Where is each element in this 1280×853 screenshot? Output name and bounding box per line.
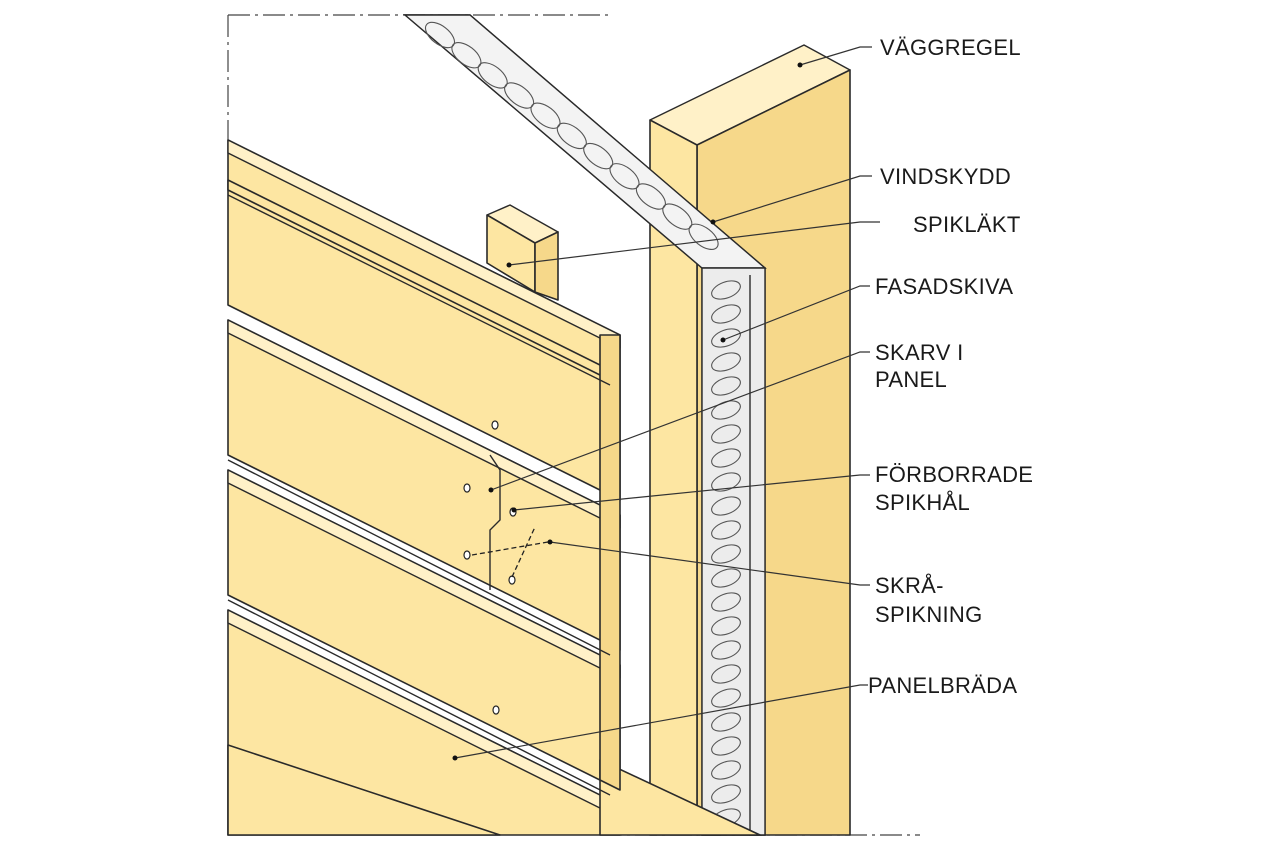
insulation-loop (711, 352, 741, 372)
labels: VÄGGREGEL VINDSKYDD SPIKLÄKT FASADSKIVA … (868, 35, 1033, 698)
insulation-loop (711, 304, 741, 324)
insulation-loop (583, 142, 614, 170)
insulation-loop (609, 163, 640, 190)
label-skra-line2: SPIKNING (875, 602, 983, 627)
insulation-loop (688, 223, 719, 250)
insulation-loop (711, 736, 741, 756)
insulation-pattern-top (424, 21, 719, 250)
label-forborrade-line1: FÖRBORRADE (875, 462, 1033, 487)
label-fasadskiva: FASADSKIVA (875, 274, 1013, 299)
insulation-loop (711, 688, 741, 708)
nailing-strip (486, 204, 559, 301)
insulation-loop (711, 760, 741, 780)
insulation-loop (711, 424, 741, 444)
insulation-loop (711, 640, 741, 660)
nail-holes (463, 420, 549, 715)
insulation-loop (662, 203, 693, 230)
insulation-loop (711, 544, 741, 564)
insulation-loop (635, 183, 666, 210)
insulation-loop (711, 376, 741, 396)
label-spiklakt: SPIKLÄKT (913, 212, 1021, 237)
label-forborrade-line2: SPIKHÅL (875, 490, 970, 515)
insulation-loop (711, 568, 741, 588)
label-skarv-line2: PANEL (875, 367, 947, 392)
insulation-loop (711, 592, 741, 612)
label-skarv-line1: SKARV I (875, 340, 964, 365)
label-vindskydd: VINDSKYDD (880, 164, 1011, 189)
insulation-loop (556, 122, 587, 150)
insulation-loop (711, 616, 741, 636)
insulation-loop (711, 280, 741, 300)
insulation-loop (711, 448, 741, 468)
insulation-loop (424, 21, 456, 49)
insulation-loop (711, 664, 741, 684)
insulation-loop (477, 62, 508, 89)
insulation-loop (711, 520, 741, 540)
insulation-loop (711, 400, 741, 420)
label-vaggregel: VÄGGREGEL (880, 35, 1021, 60)
insulation-loop (451, 42, 482, 69)
facade-board (403, 14, 767, 836)
insulation-loop (711, 784, 741, 804)
leader-lines (452, 46, 880, 761)
label-panelbrada: PANELBRÄDA (868, 673, 1017, 698)
label-skra-line1: SKRÅ- (875, 573, 944, 598)
insulation-loop (530, 102, 561, 129)
insulation-loop (711, 496, 741, 516)
panel-boards (227, 139, 761, 836)
insulation-loop (711, 712, 741, 732)
insulation-loop (504, 82, 535, 109)
insulation-loop (711, 472, 741, 492)
